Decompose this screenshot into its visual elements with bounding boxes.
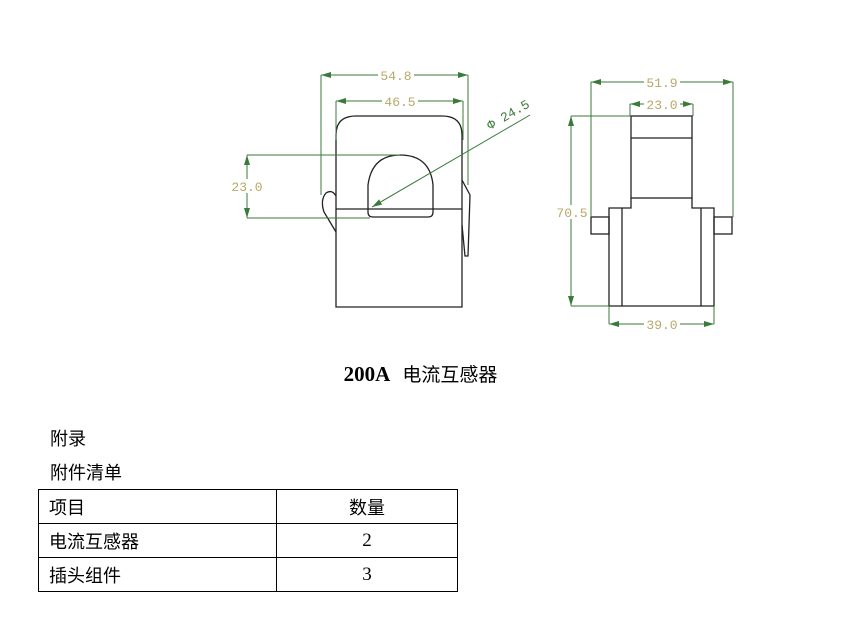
table-row: 插头组件 3 xyxy=(38,557,458,592)
appendix-subtitle: 附件清单 xyxy=(50,463,122,484)
row-item: 电流互感器 xyxy=(38,523,277,558)
dim-54-8: 54.8 xyxy=(380,69,411,84)
row-qty: 3 xyxy=(276,557,458,592)
header-qty: 数量 xyxy=(276,489,458,524)
dim-51-9: 51.9 xyxy=(646,76,677,91)
table-row: 电流互感器 2 xyxy=(38,523,458,558)
dim-46-5: 46.5 xyxy=(384,95,415,110)
technical-drawing: 54.8 46.5 23.0 Φ 24.5 51.9 23.0 70.5 39.… xyxy=(230,68,734,333)
dim-23-0-front: 23.0 xyxy=(231,180,262,195)
accessory-table: 项目 数量 电流互感器 2 插头组件 3 xyxy=(38,489,458,592)
table-header-row: 项目 数量 xyxy=(38,489,458,524)
header-item: 项目 xyxy=(38,489,277,524)
appendix-title: 附录 xyxy=(50,429,86,450)
row-qty: 2 xyxy=(276,523,458,558)
dim-23-0-side: 23.0 xyxy=(646,98,677,113)
caption-model: 200A xyxy=(343,362,391,386)
dim-70-5: 70.5 xyxy=(556,206,587,221)
front-view xyxy=(321,115,471,308)
side-view xyxy=(590,115,733,307)
row-item: 插头组件 xyxy=(38,557,277,592)
side-view-dimensions xyxy=(568,79,734,327)
drawing-caption: 200A 电流互感器 xyxy=(0,360,841,387)
caption-name: 电流互感器 xyxy=(402,364,498,386)
dim-39-0: 39.0 xyxy=(646,318,677,333)
